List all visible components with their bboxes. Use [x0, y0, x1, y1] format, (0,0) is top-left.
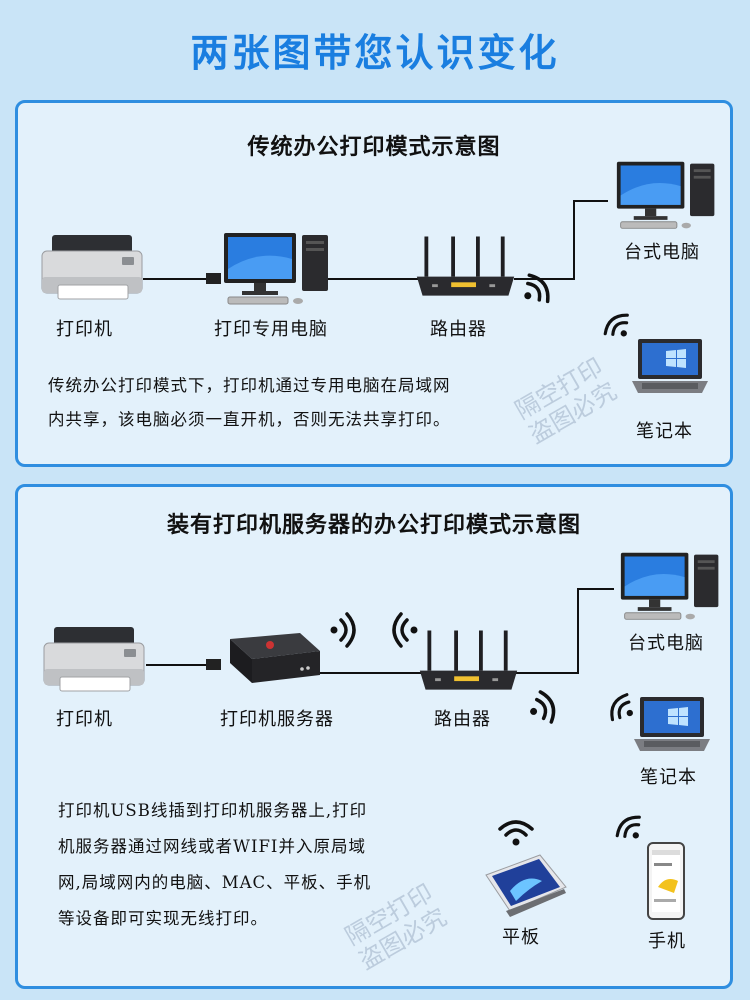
desktop-computer-icon: [610, 158, 725, 233]
laptop-icon: [630, 337, 710, 397]
wifi-icon: [389, 610, 419, 650]
print-server-mode-panel: 装有打印机服务器的办公打印模式示意图 打印机 打印机服务器 路由器 台式电脑 笔…: [15, 484, 733, 989]
print-server-icon: [214, 625, 324, 695]
wifi-icon: [496, 817, 536, 847]
router-icon: [413, 233, 518, 303]
description-line: 机服务器通过网线或者WIFI并入原局域: [58, 837, 366, 856]
laptop-icon: [632, 695, 712, 755]
panel-title: 传统办公打印模式示意图: [247, 134, 501, 160]
printer-label: 打印机: [56, 709, 113, 730]
phone-label: 手机: [648, 931, 686, 952]
ethernet-cable-desktop: [513, 588, 614, 674]
description-line: 传统办公打印模式下，打印机通过专用电脑在局域网: [48, 376, 451, 395]
printer-label: 打印机: [56, 319, 113, 340]
dedicated-pc-icon: [218, 229, 338, 309]
page-title: 两张图带您认识变化: [190, 31, 560, 75]
print-server-label: 打印机服务器: [220, 709, 334, 730]
printer-icon: [38, 233, 148, 303]
wifi-icon: [522, 684, 564, 732]
description-line: 打印机USB线插到打印机服务器上,打印: [58, 801, 368, 820]
phone-icon: [646, 841, 686, 921]
desktop-computer-icon: [614, 549, 729, 624]
printer-icon: [40, 625, 150, 695]
traditional-mode-panel: 传统办公打印模式示意图 打印机 打印专用电脑 路由器 台式电脑 笔记本 传统办公…: [15, 100, 733, 467]
tablet-label: 平板: [502, 927, 540, 948]
ethernet-cable-desktop: [514, 200, 608, 280]
router-label: 路由器: [430, 319, 487, 340]
desktop-label: 台式电脑: [624, 242, 700, 263]
panel-title: 装有打印机服务器的办公打印模式示意图: [166, 512, 581, 538]
wifi-icon: [512, 265, 560, 315]
laptop-label: 笔记本: [636, 421, 693, 442]
wifi-icon: [329, 610, 359, 650]
description-line: 等设备即可实现无线打印。: [58, 909, 268, 928]
description: 传统办公打印模式下，打印机通过专用电脑在局域网 内共享，该电脑必须一直开机，否则…: [48, 369, 451, 437]
router-label: 路由器: [434, 709, 491, 730]
description-line: 网,局域网内的电脑、MAC、平板、手机: [58, 873, 372, 892]
description-line: 内共享，该电脑必须一直开机，否则无法共享打印。: [48, 410, 451, 429]
laptop-label: 笔记本: [640, 767, 697, 788]
description: 打印机USB线插到打印机服务器上,打印 机服务器通过网线或者WIFI并入原局域 …: [58, 793, 371, 937]
tablet-icon: [480, 851, 570, 921]
dedicated-pc-label: 打印专用电脑: [214, 319, 328, 340]
router-icon: [416, 627, 521, 697]
desktop-label: 台式电脑: [628, 633, 704, 654]
watermark: 隔空打印 盗图必究: [510, 353, 621, 449]
